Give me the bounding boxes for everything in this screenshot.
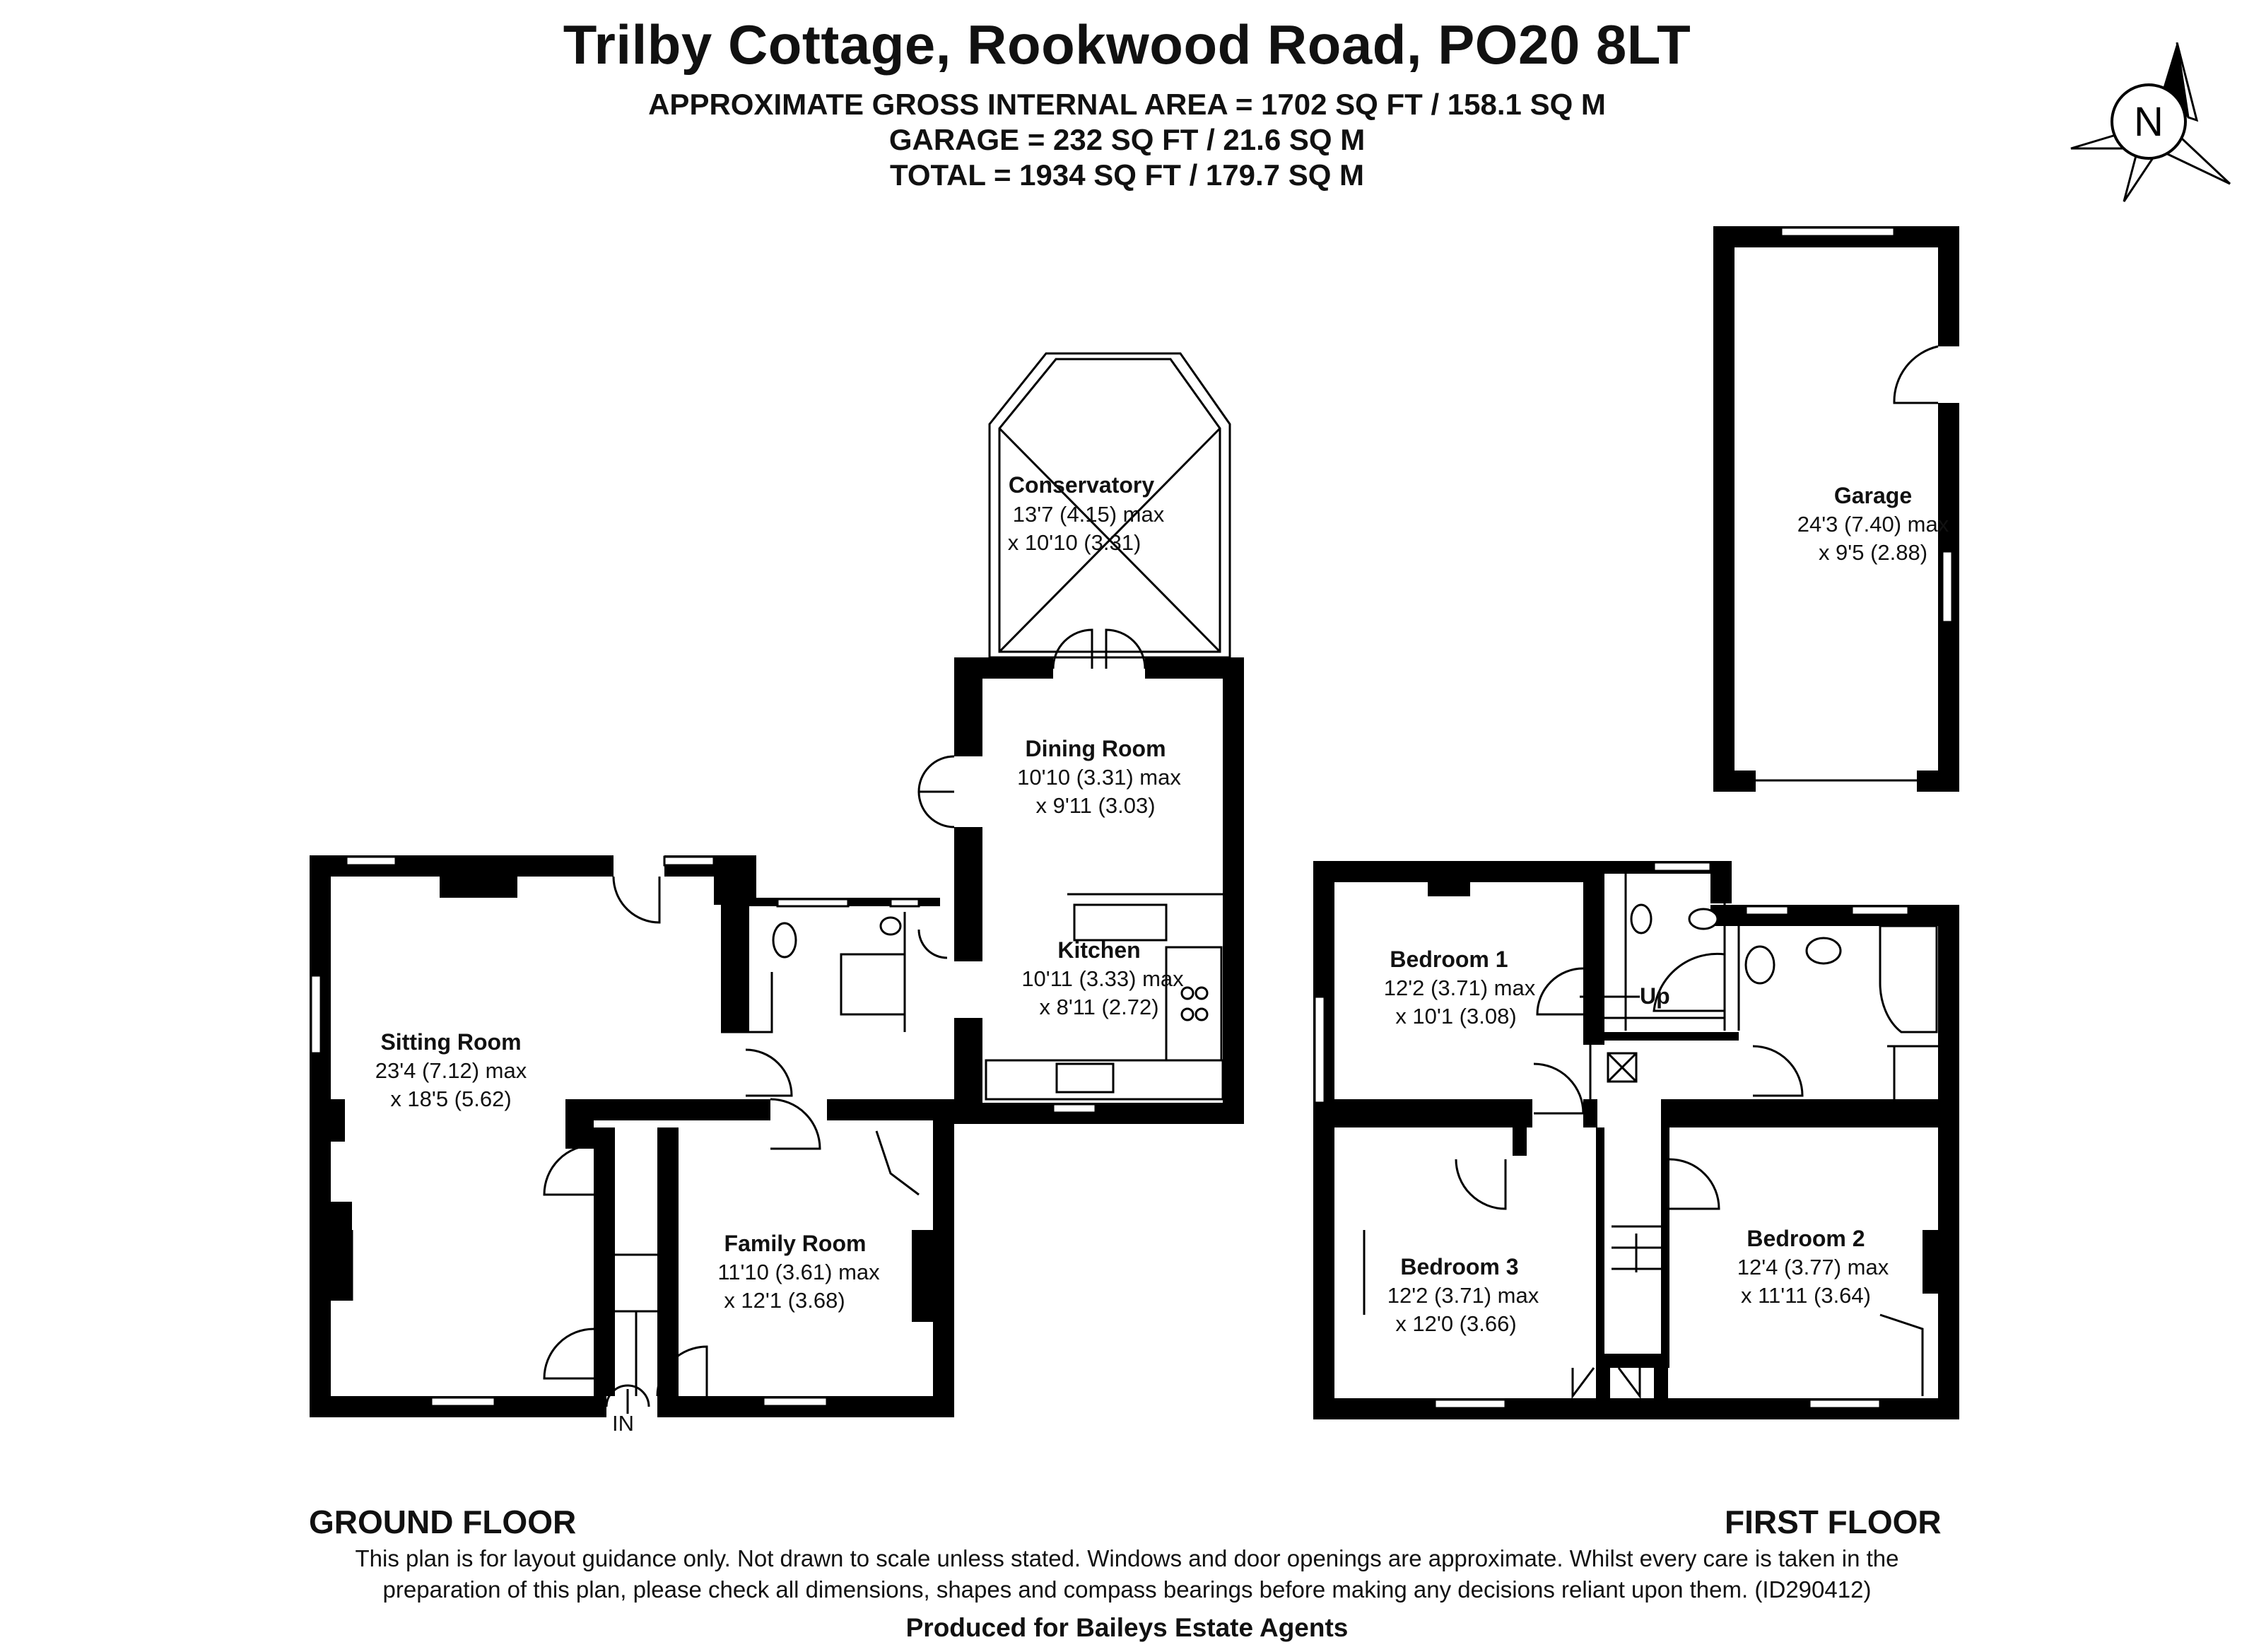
bedroom-3-dim1: 12'2 (3.71) max — [1387, 1283, 1539, 1308]
bedroom-2-name: Bedroom 2 — [1747, 1226, 1865, 1251]
first-floor-label: FIRST FLOOR — [1725, 1504, 1942, 1540]
bedroom-2-dim1: 12'4 (3.77) max — [1737, 1255, 1889, 1279]
first-floor-walls — [1313, 861, 1959, 1419]
bedroom-1-dim1: 12'2 (3.71) max — [1384, 976, 1536, 1000]
svg-text:24'3 (7.40) max: 24'3 (7.40) max — [1797, 512, 1949, 537]
family-room-dim1: 11'10 (3.61) max — [717, 1260, 880, 1284]
bedroom-2-dim2: x 11'11 (3.64) — [1741, 1283, 1871, 1308]
bedroom-3-name: Bedroom 3 — [1400, 1254, 1518, 1279]
first-floor-labels: Bedroom 1 12'2 (3.71) max x 10'1 (3.08) … — [1384, 947, 1889, 1336]
kitchen-dim2: x 8'11 (2.72) — [1039, 995, 1158, 1019]
family-room-name: Family Room — [724, 1231, 867, 1256]
garage-area: GARAGE = 232 SQ FT / 21.6 SQ M — [888, 123, 1366, 156]
disclaimer-line-2: preparation of this plan, please check a… — [382, 1576, 1872, 1603]
dining-room-dim1: 10'10 (3.31) max — [1017, 765, 1181, 790]
ground-floor-walls — [310, 352, 1244, 1417]
total-area: TOTAL = 1934 SQ FT / 179.7 SQ M — [889, 158, 1365, 192]
ground-floor-labels: Conservatory 13'7 (4.15) max x 10'10 (3.… — [375, 472, 1184, 1313]
svg-text:x 9'5 (2.88): x 9'5 (2.88) — [1819, 540, 1927, 565]
svg-text:Garage: Garage — [1834, 483, 1912, 508]
compass-north-icon: N — [2070, 42, 2231, 202]
family-room-dim2: x 12'1 (3.68) — [724, 1288, 845, 1313]
bedroom-3-dim2: x 12'0 (3.66) — [1395, 1311, 1516, 1336]
disclaimer-line-1: This plan is for layout guidance only. N… — [355, 1545, 1899, 1571]
entrance-label: IN — [612, 1411, 634, 1436]
stairs-up-label: Up — [1640, 983, 1670, 1009]
bedroom-1-name: Bedroom 1 — [1390, 947, 1508, 972]
conservatory-name: Conservatory — [1009, 472, 1155, 498]
conservatory-dim1: 13'7 (4.15) max — [1013, 502, 1165, 527]
kitchen-name: Kitchen — [1057, 937, 1140, 963]
dining-room-dim2: x 9'11 (3.03) — [1035, 793, 1155, 818]
kitchen-dim1: 10'11 (3.33) max — [1021, 966, 1184, 991]
sitting-room-dim1: 23'4 (7.12) max — [375, 1058, 527, 1083]
plan-title: Trilby Cottage, Rookwood Road, PO20 8LT — [563, 13, 1691, 76]
compass-letter: N — [2134, 99, 2164, 145]
sitting-room-dim2: x 18'5 (5.62) — [390, 1086, 511, 1111]
sitting-room-name: Sitting Room — [380, 1029, 521, 1055]
bedroom-1-dim2: x 10'1 (3.08) — [1395, 1004, 1516, 1029]
conservatory-dim2: x 10'10 (3.31) — [1008, 530, 1141, 555]
garage-walls — [1713, 226, 1959, 792]
dining-room-name: Dining Room — [1025, 736, 1166, 761]
produced-for: Produced for Baileys Estate Agents — [905, 1613, 1349, 1642]
garage-label: Garage 24'3 (7.40) max x 9'5 (2.88) — [1797, 483, 1949, 565]
gross-internal-area: APPROXIMATE GROSS INTERNAL AREA = 1702 S… — [648, 88, 1606, 121]
ground-floor-label: GROUND FLOOR — [309, 1504, 577, 1540]
